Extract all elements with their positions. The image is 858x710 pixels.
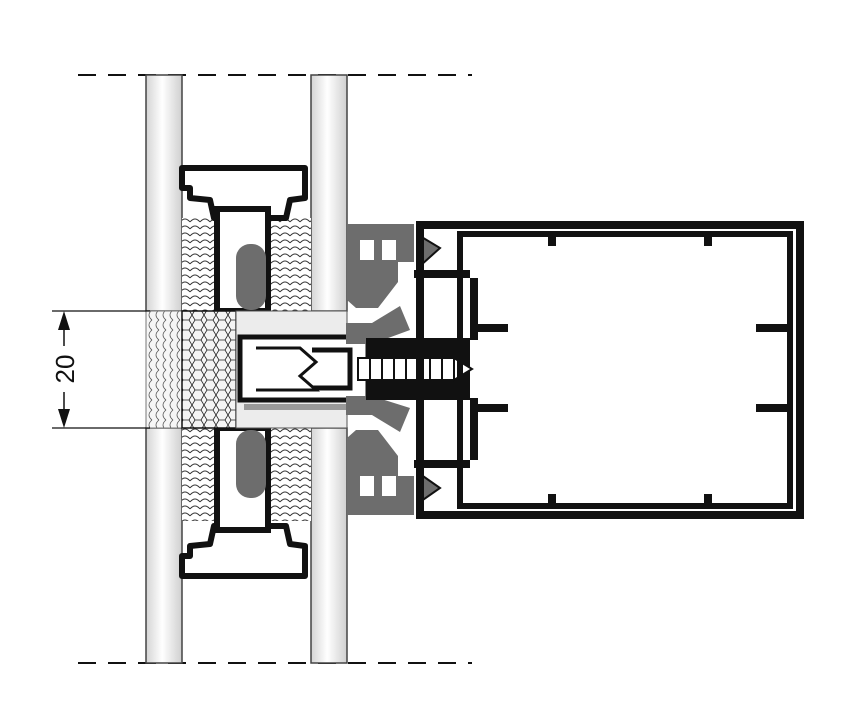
glass-spacer-profile-bottom xyxy=(179,425,308,579)
glass-edge-seal xyxy=(182,218,311,521)
epdm-gasket-bottom xyxy=(347,430,442,515)
fixing-screw xyxy=(357,356,474,382)
epdm-gasket-top xyxy=(347,224,442,308)
honeycomb-insulation xyxy=(181,310,237,429)
edge-insulation-strip xyxy=(145,310,183,429)
dimension-annotation: 20 xyxy=(50,310,150,429)
mullion-profile xyxy=(414,221,804,519)
dimension-label: 20 xyxy=(50,355,80,384)
double-glazing-pane-inner xyxy=(310,74,348,664)
double-glazing-pane-outer xyxy=(145,74,183,664)
glass-spacer-profile-top xyxy=(179,165,308,314)
